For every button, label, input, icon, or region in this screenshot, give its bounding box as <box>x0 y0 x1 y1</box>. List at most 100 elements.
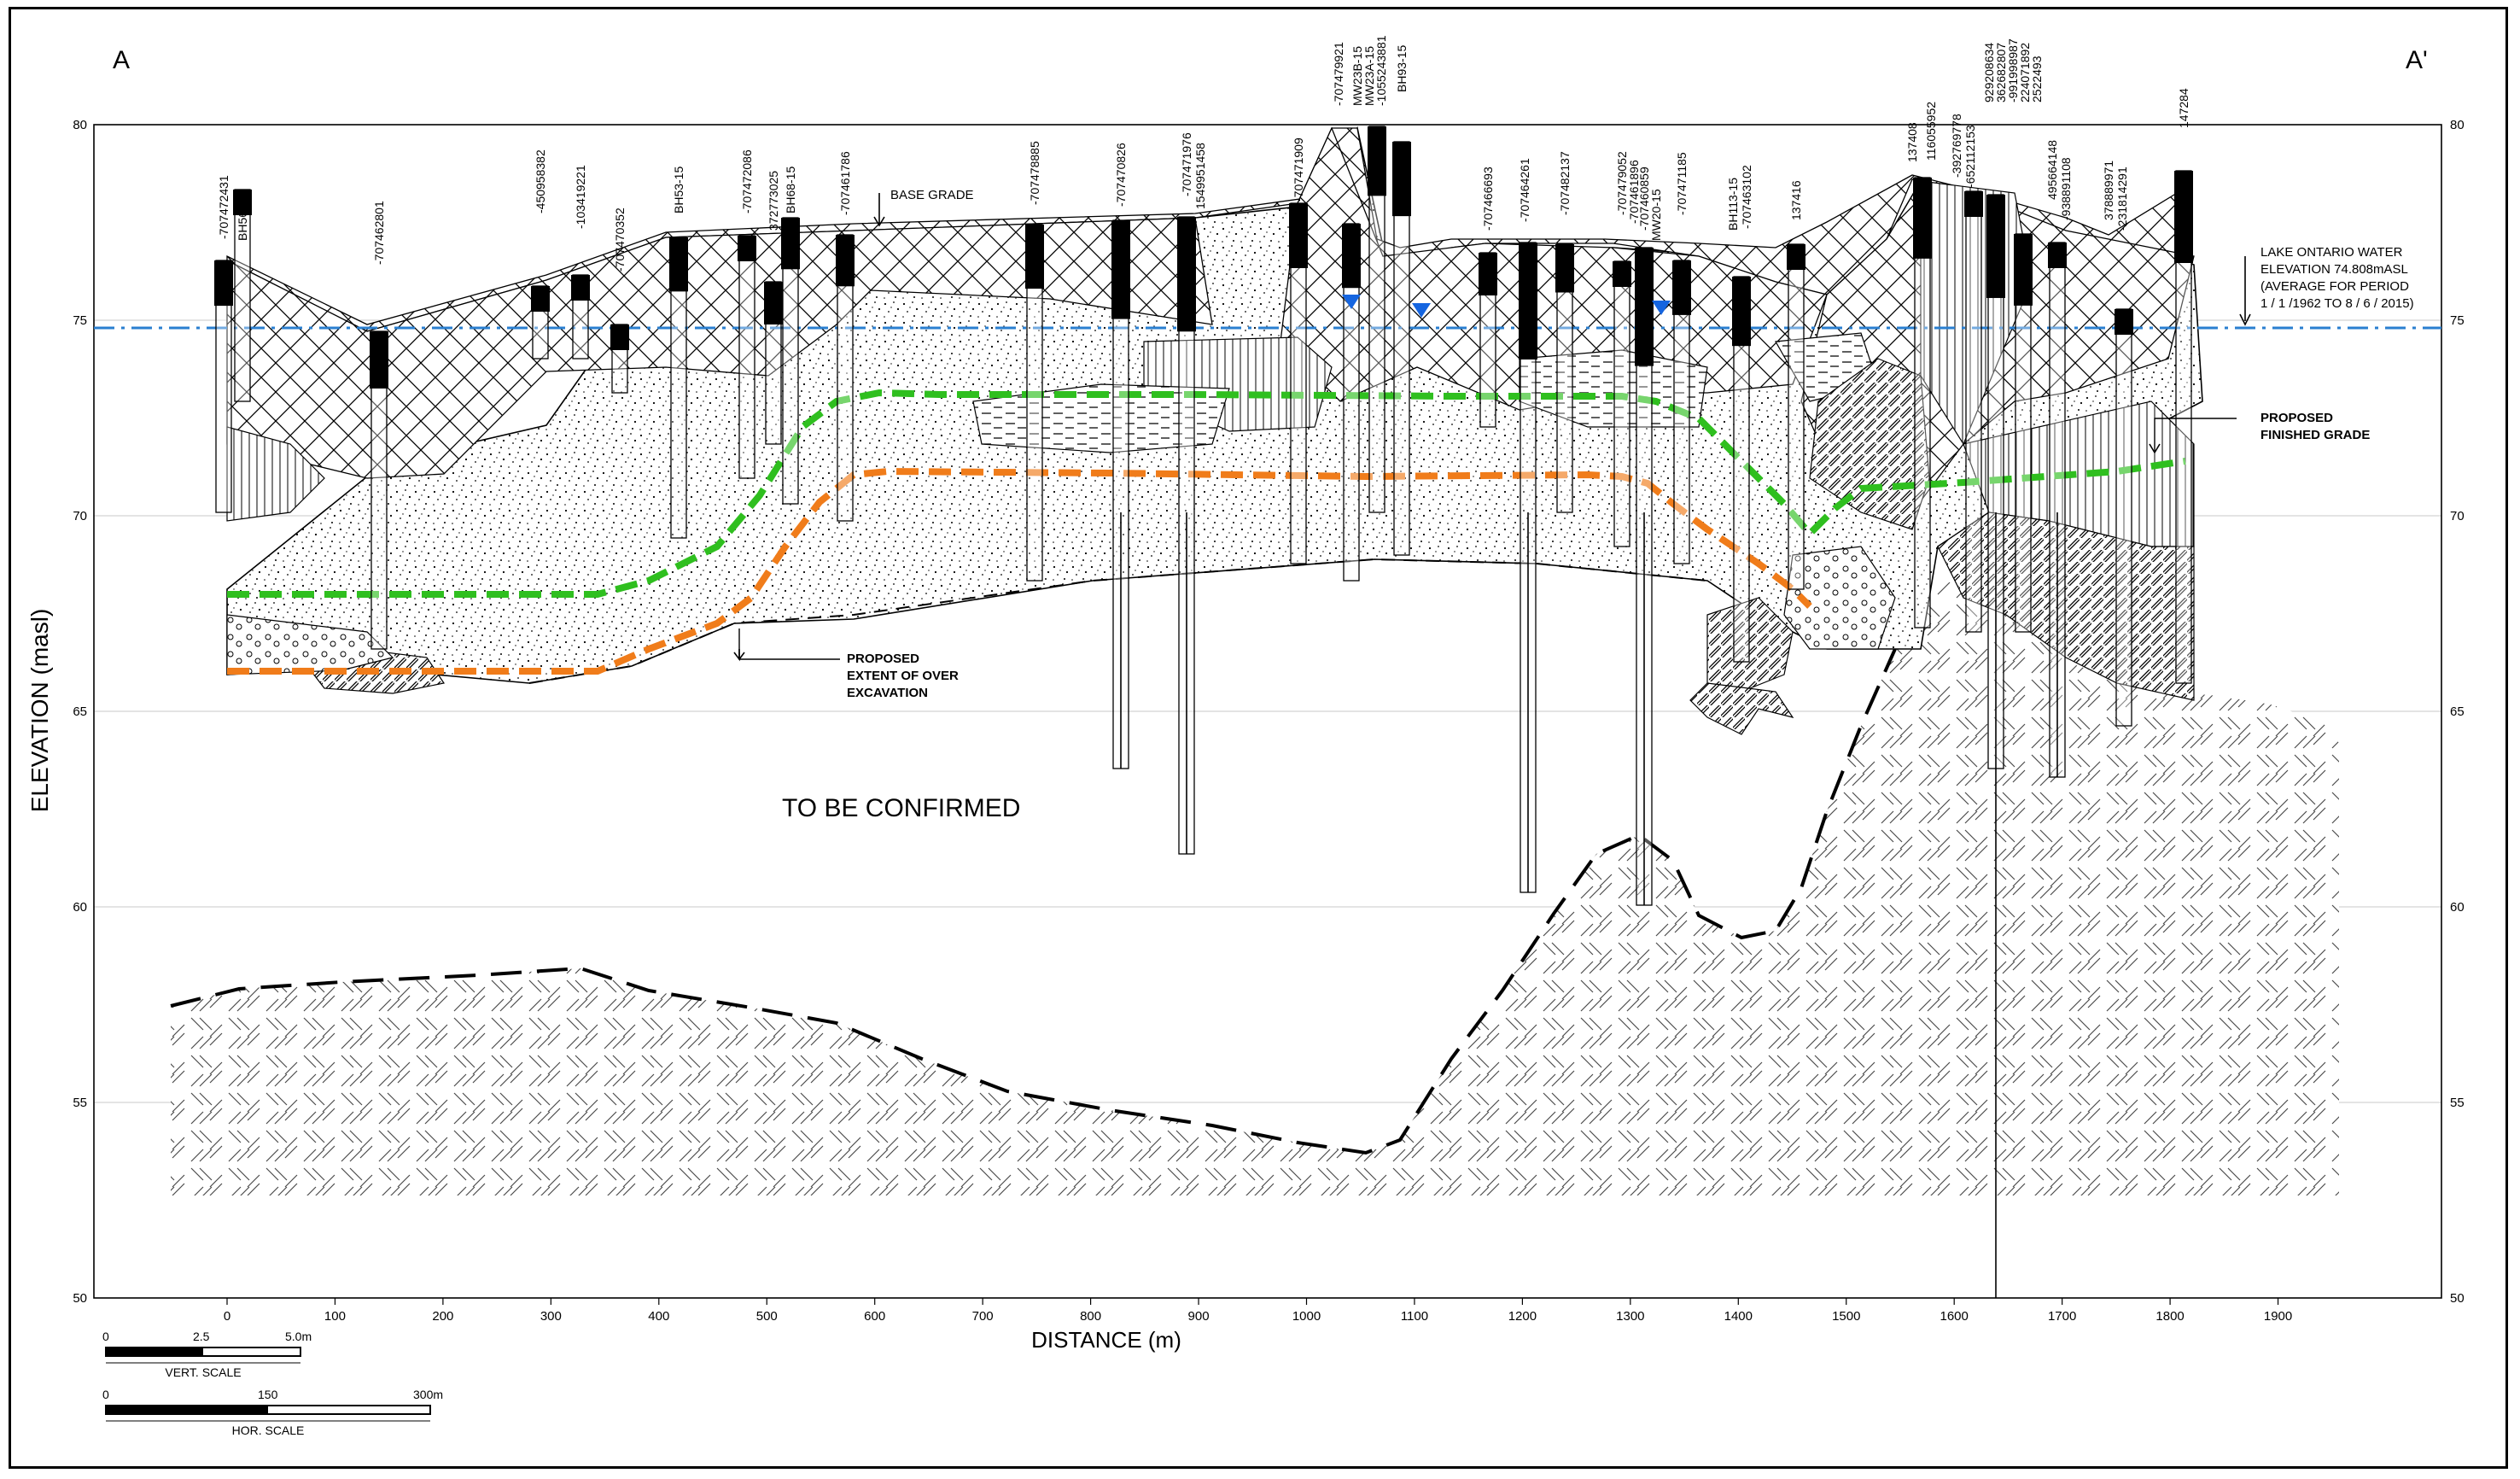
borehole-cap-23 <box>1672 260 1691 315</box>
borehole-label-5: -707470352 <box>613 208 627 272</box>
borehole-cap-8 <box>764 282 783 324</box>
borehole-label-27: MW20-15 <box>1649 189 1663 241</box>
borehole-label-8: 372773025 <box>767 171 780 231</box>
borehole-cap-19 <box>1519 243 1537 360</box>
x-tick-0: 0 <box>224 1309 230 1324</box>
borehole-label-11: -707478885 <box>1028 141 1041 205</box>
y-tick-left-6: 50 <box>73 1291 87 1306</box>
clay-lens-2 <box>1519 349 1708 428</box>
borehole-cap-16 <box>1368 126 1386 196</box>
borehole-cap-29 <box>2014 234 2033 306</box>
hor-scale-tick-1: 150 <box>258 1388 278 1401</box>
y-tick-right-3: 65 <box>2450 704 2465 719</box>
borehole-cap-32 <box>2174 171 2193 263</box>
borehole-label-40: 2522493 <box>2030 56 2044 102</box>
x-tick-1: 100 <box>324 1309 346 1324</box>
borehole-label-24: -707479052 <box>1615 151 1629 215</box>
borehole-cap-4 <box>571 275 590 301</box>
hor-scale-label: HOR. SCALE <box>232 1423 305 1437</box>
x-tick-6: 600 <box>864 1309 885 1324</box>
over-excavation-label-line-1: PROPOSED <box>847 652 919 666</box>
lake-label-line-3: (AVERAGE FOR PERIOD <box>2260 279 2409 294</box>
hor-scale-tick-0: 0 <box>102 1388 109 1401</box>
borehole-cap-12 <box>1111 220 1130 319</box>
x-tick-8: 800 <box>1080 1309 1101 1324</box>
borehole-label-23: -707482137 <box>1558 151 1572 215</box>
borehole-cap-7 <box>738 236 756 261</box>
borehole-label-38: -991998987 <box>2006 38 2020 102</box>
borehole-label-19: -1055243881 <box>1374 35 1388 106</box>
finished-grade-arrow <box>2149 443 2161 454</box>
water-marker-1 <box>1342 295 1361 309</box>
borehole-label-1: BH56-15 <box>236 194 249 241</box>
borehole-cap-15 <box>1342 224 1361 289</box>
borehole-cap-20 <box>1555 244 1574 293</box>
finished-grade-label: PROPOSED FINISHED GRADE <box>2260 411 2370 442</box>
y-tick-right-1: 75 <box>2450 313 2465 328</box>
horizontal-scale-bar: 0 150 300m HOR. SCALE <box>102 1388 443 1437</box>
base-grade-label: BASE GRADE <box>890 188 974 202</box>
lake-label-line-4: 1 / 1 /1962 TO 8 / 6 / 2015) <box>2260 296 2414 311</box>
section-end-label: A' <box>2406 46 2428 74</box>
lake-level-label: LAKE ONTARIO WATER ELEVATION 74.808mASL … <box>2260 245 2414 311</box>
borehole-label-14: 1549951458 <box>1193 143 1207 209</box>
x-tick-4: 400 <box>648 1309 669 1324</box>
x-tick-9: 900 <box>1188 1309 1210 1324</box>
y-tick-right-5: 55 <box>2450 1096 2465 1110</box>
over-excavation-leader <box>738 628 840 660</box>
vertical-scale-bar: 0 2.5 5.0m VERT. SCALE <box>102 1330 312 1379</box>
borehole-cap-13 <box>1177 217 1196 332</box>
hor-scale-fill <box>106 1406 268 1414</box>
lake-label-line-2: ELEVATION 74.808mASL <box>2260 262 2408 277</box>
x-tick-11: 1100 <box>1401 1309 1428 1324</box>
y-tick-left-4: 60 <box>73 900 87 915</box>
x-tick-17: 1700 <box>2048 1309 2076 1324</box>
borehole-cap-17 <box>1392 142 1411 217</box>
x-tick-18: 1800 <box>2155 1309 2184 1324</box>
gravel-unit-east <box>1783 546 1896 650</box>
y-tick-left-0: 80 <box>73 118 87 132</box>
over-excavation-label-line-3: EXCAVATION <box>847 686 928 700</box>
borehole-cap-14 <box>1289 203 1308 268</box>
borehole-cap-28 <box>1986 195 2005 298</box>
borehole-cap-27 <box>1964 191 1983 217</box>
x-axis-label: DISTANCE (m) <box>1031 1327 1181 1353</box>
borehole-cap-10 <box>836 235 855 287</box>
borehole-column-21 <box>1613 260 1630 547</box>
borehole-label-22: -707464261 <box>1518 158 1531 222</box>
vert-scale-tick-2: 5.0m <box>285 1330 312 1343</box>
finished-grade-label-line-2: FINISHED GRADE <box>2260 428 2370 442</box>
over-excavation-line <box>227 467 1812 675</box>
borehole-label-6: BH53-15 <box>672 167 685 213</box>
borehole-label-44: -231814291 <box>2115 167 2129 231</box>
borehole-label-31: 137416 <box>1789 180 1803 220</box>
x-tick-14: 1400 <box>1724 1309 1753 1324</box>
borehole-cap-30 <box>2048 243 2067 268</box>
borehole-column-27 <box>1965 190 1982 633</box>
borehole-cap-9 <box>781 218 800 270</box>
lake-label-line-1: LAKE ONTARIO WATER <box>2260 245 2403 260</box>
borehole-label-45: 147284 <box>2177 88 2190 128</box>
borehole-label-18: MW23A-15 <box>1362 46 1376 106</box>
vert-scale-tick-0: 0 <box>102 1330 109 1343</box>
borehole-cap-24 <box>1732 277 1751 347</box>
fill-unit-west <box>226 217 1213 479</box>
vert-scale-fill <box>106 1347 203 1356</box>
borehole-label-4: -103419221 <box>574 165 587 229</box>
borehole-cap-11 <box>1025 225 1044 289</box>
borehole-label-37: 362682807 <box>1994 43 2008 102</box>
finished-grade-line <box>227 389 2186 598</box>
till-unit-3 <box>1689 682 1794 735</box>
y-tick-right-2: 70 <box>2450 509 2465 523</box>
base-grade-arrow <box>873 193 885 227</box>
sand-base-line <box>528 558 1708 684</box>
finished-grade-label-line-1: PROPOSED <box>2260 411 2333 425</box>
borehole-label-32: 137408 <box>1905 122 1919 162</box>
borehole-cap-1 <box>233 190 252 215</box>
borehole-label-20: BH93-15 <box>1395 45 1409 92</box>
x-tick-15: 1500 <box>1832 1309 1860 1324</box>
y-axis-label: ELEVATION (masl) <box>26 609 53 813</box>
y-tick-left-5: 55 <box>73 1096 87 1110</box>
